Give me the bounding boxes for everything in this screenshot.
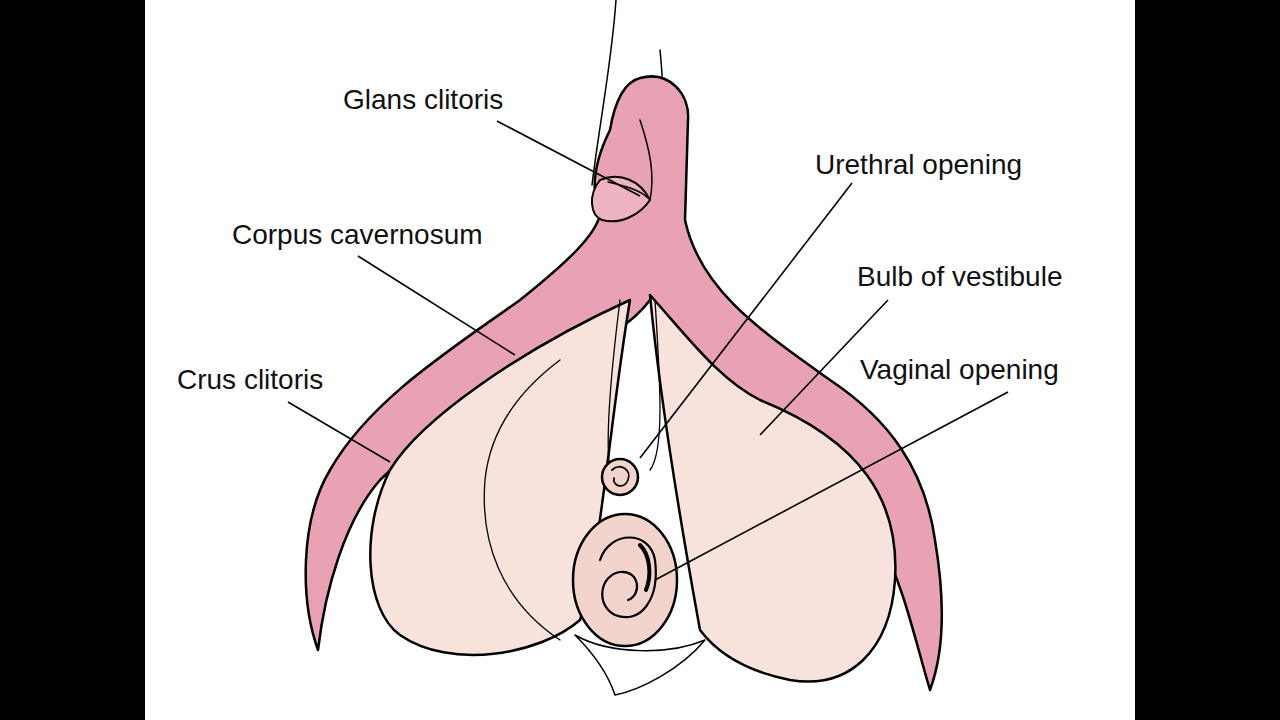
part-label: Crus clitoris: [177, 364, 323, 396]
part-label: Urethral opening: [815, 149, 1022, 181]
part-label: Glans clitoris: [343, 84, 503, 116]
part-label: Vaginal opening: [860, 354, 1059, 386]
part-label: Bulb of vestibule: [857, 261, 1062, 293]
part-label: Corpus cavernosum: [232, 219, 483, 251]
